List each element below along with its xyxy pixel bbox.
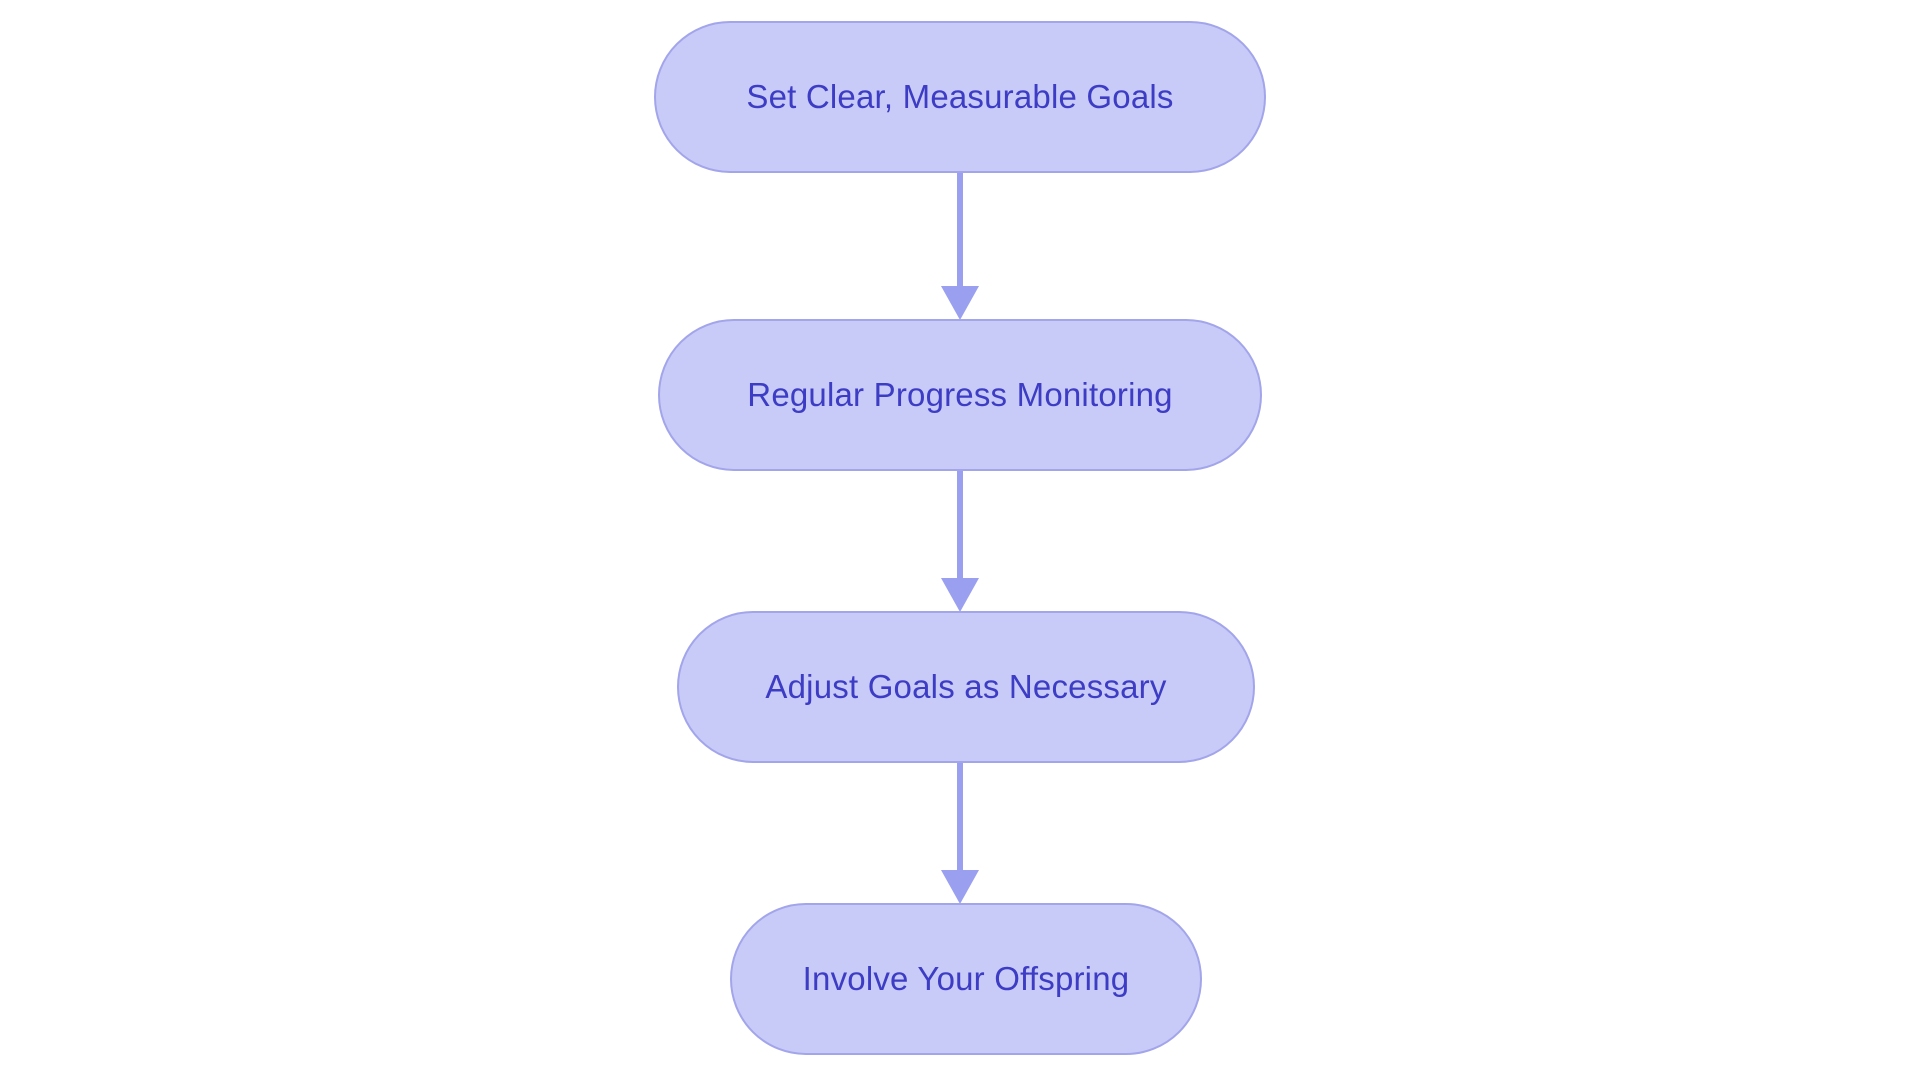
flow-node-label: Regular Progress Monitoring (747, 376, 1173, 414)
arrow-head-icon (941, 286, 979, 320)
flow-node-involve-offspring: Involve Your Offspring (730, 903, 1202, 1055)
flow-node-adjust-goals: Adjust Goals as Necessary (677, 611, 1255, 763)
flow-node-progress-monitoring: Regular Progress Monitoring (658, 319, 1262, 471)
flow-node-label: Adjust Goals as Necessary (765, 668, 1167, 706)
flow-arrow-1-to-2 (941, 173, 979, 320)
flow-node-label: Involve Your Offspring (802, 960, 1130, 998)
arrow-line (957, 173, 963, 287)
flow-arrow-3-to-4 (941, 763, 979, 904)
flow-node-label: Set Clear, Measurable Goals (746, 78, 1174, 116)
arrow-head-icon (941, 578, 979, 612)
flow-node-set-goals: Set Clear, Measurable Goals (654, 21, 1266, 173)
arrow-line (957, 763, 963, 871)
arrow-line (957, 471, 963, 579)
arrow-head-icon (941, 870, 979, 904)
flow-arrow-2-to-3 (941, 471, 979, 612)
